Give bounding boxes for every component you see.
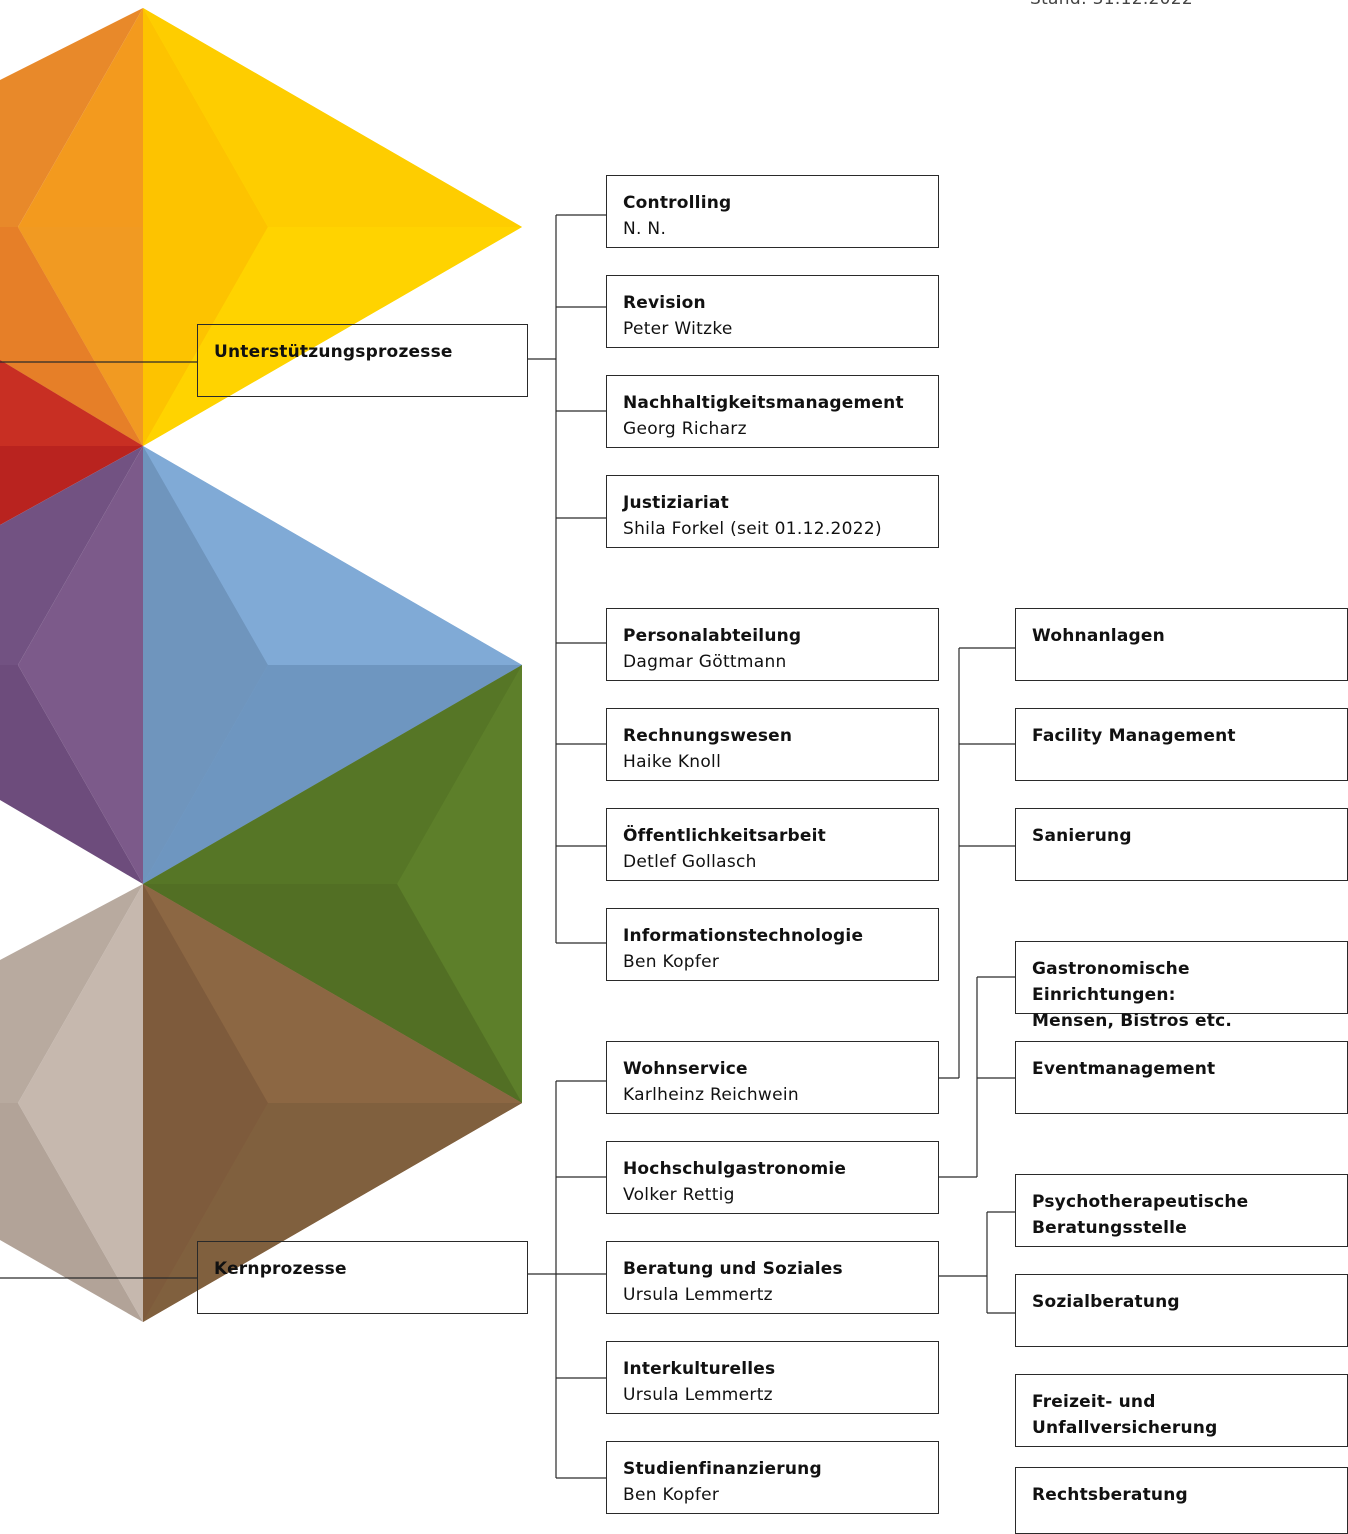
crystal-facet — [0, 1103, 143, 1322]
unit-box-hochschulgastronomie: Hochschulgastronomie Volker Rettig — [606, 1141, 939, 1214]
crystal-facet — [18, 446, 143, 884]
unit-title: Interkulturelles — [623, 1359, 776, 1379]
subunit-title: Sanierung — [1032, 826, 1132, 846]
unit-person: Ursula Lemmertz — [623, 1385, 773, 1405]
process-box-support: Unterstützungsprozesse — [197, 324, 528, 397]
subunit-title-line2: Unfallversicherung — [1032, 1418, 1218, 1438]
unit-box-personal: Personalabteilung Dagmar Göttmann — [606, 608, 939, 681]
subunit-box-facility: Facility Management — [1015, 708, 1348, 781]
unit-title: Hochschulgastronomie — [623, 1159, 847, 1179]
subunit-box-sozialberatung: Sozialberatung — [1015, 1274, 1348, 1347]
unit-title: Öffentlichkeitsarbeit — [623, 826, 826, 846]
process-title: Unterstützungsprozesse — [214, 342, 453, 362]
subunit-title-line1: Psychotherapeutische — [1032, 1192, 1249, 1212]
subunit-title-line2: Beratungsstelle — [1032, 1218, 1187, 1238]
unit-person: N. N. — [623, 219, 667, 239]
crystal-facet — [0, 227, 143, 446]
unit-box-oeffentlichkeit: Öffentlichkeitsarbeit Detlef Gollasch — [606, 808, 939, 881]
unit-box-revision: Revision Peter Witzke — [606, 275, 939, 348]
unit-title: Beratung und Soziales — [623, 1259, 843, 1279]
subunit-title: Wohnanlagen — [1032, 626, 1165, 646]
unit-title: Justiziariat — [623, 493, 729, 513]
unit-title: Studienfinanzierung — [623, 1459, 822, 1479]
date-stamp: Stand: 31.12.2022 — [1030, 0, 1193, 10]
unit-title: Controlling — [623, 193, 732, 213]
crystal-facet — [143, 8, 522, 227]
unit-title: Rechnungswesen — [623, 726, 793, 746]
subunit-box-sanierung: Sanierung — [1015, 808, 1348, 881]
crystal-facet — [143, 1103, 522, 1322]
crystal-facet — [143, 884, 522, 1103]
connector-lines — [0, 214, 1015, 1479]
unit-person: Georg Richarz — [623, 419, 747, 439]
crystal-facet — [0, 8, 143, 227]
crystal-facet — [0, 884, 143, 1103]
subunit-box-freizeit-unfall: Freizeit- und Unfallversicherung — [1015, 1374, 1348, 1447]
unit-person: Ben Kopfer — [623, 1485, 720, 1505]
unit-person: Detlef Gollasch — [623, 852, 757, 872]
unit-person: Dagmar Göttmann — [623, 652, 787, 672]
unit-person: Ursula Lemmertz — [623, 1285, 773, 1305]
subunit-title-line1: Gastronomische Einrichtungen: — [1032, 959, 1190, 1005]
subunit-title-line2: Mensen, Bistros etc. — [1032, 1011, 1232, 1031]
process-box-core: Kernprozesse — [197, 1241, 528, 1314]
process-title: Kernprozesse — [214, 1259, 347, 1279]
unit-person: Ben Kopfer — [623, 952, 720, 972]
crystal-facet — [143, 446, 522, 665]
unit-person: Karlheinz Reichwein — [623, 1085, 799, 1105]
unit-box-studienfinanzierung: Studienfinanzierung Ben Kopfer — [606, 1441, 939, 1514]
subunit-box-eventmanagement: Eventmanagement — [1015, 1041, 1348, 1114]
unit-title: Personalabteilung — [623, 626, 802, 646]
crystal-facet — [0, 665, 143, 884]
crystal-facet — [18, 884, 143, 1322]
unit-person: Peter Witzke — [623, 319, 733, 339]
unit-box-justiziariat: Justiziariat Shila Forkel (seit 01.12.20… — [606, 475, 939, 548]
subunit-box-psychotherapeutische: Psychotherapeutische Beratungsstelle — [1015, 1174, 1348, 1247]
crystal-facet — [143, 446, 268, 884]
subunit-title: Facility Management — [1032, 726, 1236, 746]
crystal-facet — [143, 884, 268, 1322]
subunit-title-line1: Eventmanagement — [1032, 1059, 1216, 1079]
unit-title: Nachhaltigkeitsmanagement — [623, 393, 904, 413]
subunit-title-line1: Freizeit- und — [1032, 1392, 1156, 1412]
subunit-title-line1: Rechtsberatung — [1032, 1485, 1188, 1505]
crystal-facet — [143, 665, 522, 884]
unit-box-rechnungswesen: Rechnungswesen Haike Knoll — [606, 708, 939, 781]
subunit-box-rechtsberatung: Rechtsberatung — [1015, 1467, 1348, 1534]
subunit-box-wohnanlagen: Wohnanlagen — [1015, 608, 1348, 681]
unit-box-it: Informationstechnologie Ben Kopfer — [606, 908, 939, 981]
unit-box-controlling: Controlling N. N. — [606, 175, 939, 248]
unit-box-wohnservice: Wohnservice Karlheinz Reichwein — [606, 1041, 939, 1114]
crystal-facet — [143, 8, 268, 446]
unit-title: Wohnservice — [623, 1059, 748, 1079]
unit-box-interkulturelles: Interkulturelles Ursula Lemmertz — [606, 1341, 939, 1414]
unit-box-beratung: Beratung und Soziales Ursula Lemmertz — [606, 1241, 939, 1314]
subunit-box-gastronomische-einrichtungen: Gastronomische Einrichtungen: Mensen, Bi… — [1015, 941, 1348, 1031]
unit-person: Haike Knoll — [623, 752, 722, 772]
crystal-facet — [0, 360, 143, 446]
unit-title: Revision — [623, 293, 706, 313]
unit-person: Shila Forkel (seit 01.12.2022) — [623, 519, 882, 539]
unit-person: Volker Rettig — [623, 1185, 735, 1205]
crystal-facet — [397, 665, 522, 1103]
crystal-facet — [0, 446, 143, 665]
unit-box-nachhaltigkeit: Nachhaltigkeitsmanagement Georg Richarz — [606, 375, 939, 448]
crystal-facet — [18, 227, 143, 446]
crystal-facet — [143, 227, 522, 446]
subunit-title-line1: Sozialberatung — [1032, 1292, 1180, 1312]
unit-title: Informationstechnologie — [623, 926, 864, 946]
